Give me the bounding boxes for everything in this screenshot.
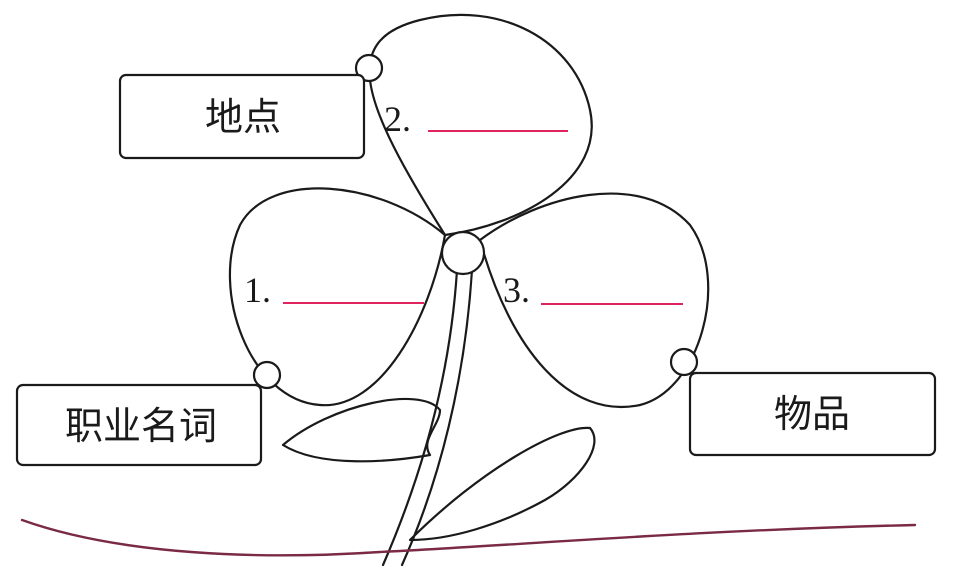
connector-dot-right — [671, 349, 697, 375]
ground-line — [22, 520, 915, 555]
lower-leaf — [410, 428, 594, 540]
place-box: 地点 — [120, 75, 364, 158]
stem-right-edge — [402, 270, 472, 565]
place-label: 地点 — [205, 95, 281, 139]
occupation-label: 职业名词 — [65, 404, 217, 448]
left-petal-number: 1. — [244, 270, 271, 310]
right-petal-number: 3. — [503, 270, 530, 310]
item-box: 物品 — [690, 373, 935, 455]
flower-center — [442, 232, 484, 274]
top-petal-number: 2. — [384, 99, 411, 139]
item-label: 物品 — [774, 392, 850, 436]
connector-dot-left — [254, 362, 280, 388]
upper-leaf — [283, 399, 440, 461]
occupation-box: 职业名词 — [17, 385, 261, 465]
